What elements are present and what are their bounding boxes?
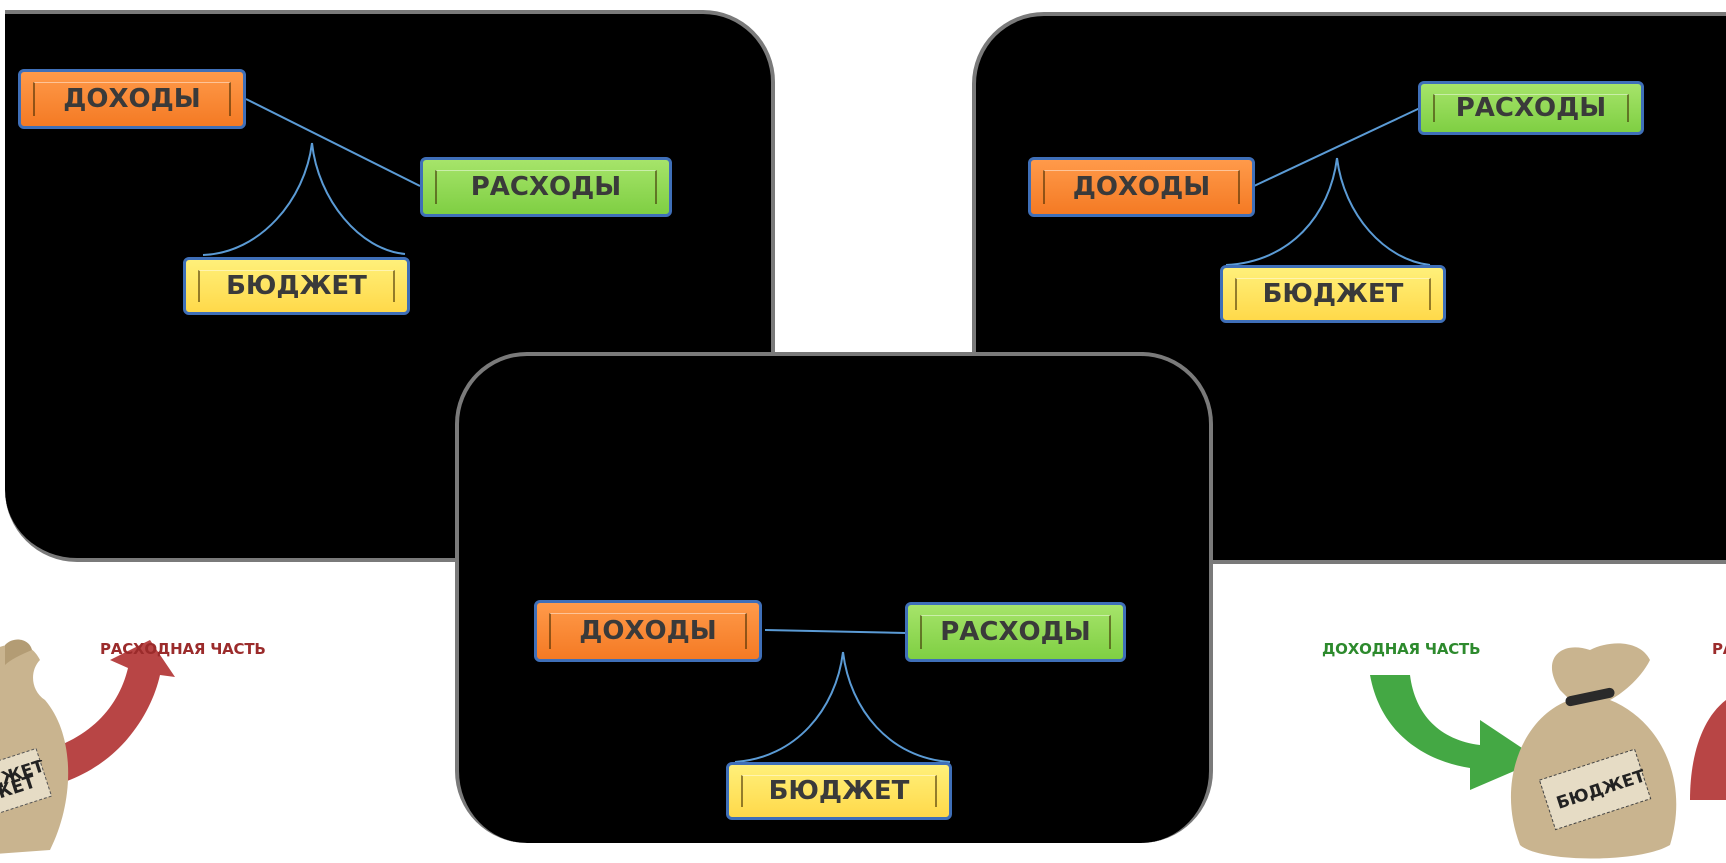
panel-b-budget-label: БЮДЖЕТ — [1262, 279, 1404, 309]
left-illustration: ЖЕТ — [0, 639, 175, 854]
right-illustration — [1370, 643, 1726, 859]
panel-c-income-label: ДОХОДЫ — [579, 616, 717, 646]
right-expense-caption-partial: РАСХОДНАЯ ЧАСТЬ — [1712, 640, 1726, 658]
panel-b-expenses-tag: РАСХОДЫ — [1418, 81, 1644, 135]
panel-b-income-label: ДОХОДЫ — [1072, 172, 1211, 202]
panel-a-income-label: ДОХОДЫ — [63, 84, 201, 114]
panel-a-budget-tag: БЮДЖЕТ — [183, 257, 410, 315]
right-income-caption: ДОХОДНАЯ ЧАСТЬ — [1322, 640, 1481, 658]
right-money-bag-icon — [1510, 643, 1677, 859]
left-expense-caption: РАСХОДНАЯ ЧАСТЬ — [100, 640, 266, 658]
panel-a-expenses-label: РАСХОДЫ — [470, 172, 622, 202]
left-bag-label-clip: БЮДЖЕТ — [0, 760, 48, 810]
panel-a-income-tag: ДОХОДЫ — [18, 69, 246, 129]
left-bag-label: БЮДЖЕТ — [0, 760, 47, 804]
panel-a-expenses-tag: РАСХОДЫ — [420, 157, 672, 217]
left-money-bag-icon: ЖЕТ — [0, 639, 69, 854]
right-income-arrow — [1370, 675, 1540, 790]
panel-b-income-tag: ДОХОДЫ — [1028, 157, 1255, 217]
panel-c-expenses-tag: РАСХОДЫ — [905, 602, 1126, 662]
panel-a-budget-label: БЮДЖЕТ — [226, 271, 367, 301]
right-expense-arrow — [1690, 700, 1726, 800]
panel-c-budget-tag: БЮДЖЕТ — [726, 762, 952, 820]
right-bag-label: БЮДЖЕТ — [1554, 766, 1648, 814]
panel-c-income-tag: ДОХОДЫ — [534, 600, 762, 662]
panel-c-expenses-label: РАСХОДЫ — [940, 617, 1091, 647]
panel-b-expenses-label: РАСХОДЫ — [1455, 93, 1607, 123]
panel-b-budget-tag: БЮДЖЕТ — [1220, 265, 1446, 323]
right-expense-caption: РАСХОДНАЯ ЧАСТЬ — [1712, 640, 1726, 658]
panel-c-budget-label: БЮДЖЕТ — [768, 776, 910, 806]
